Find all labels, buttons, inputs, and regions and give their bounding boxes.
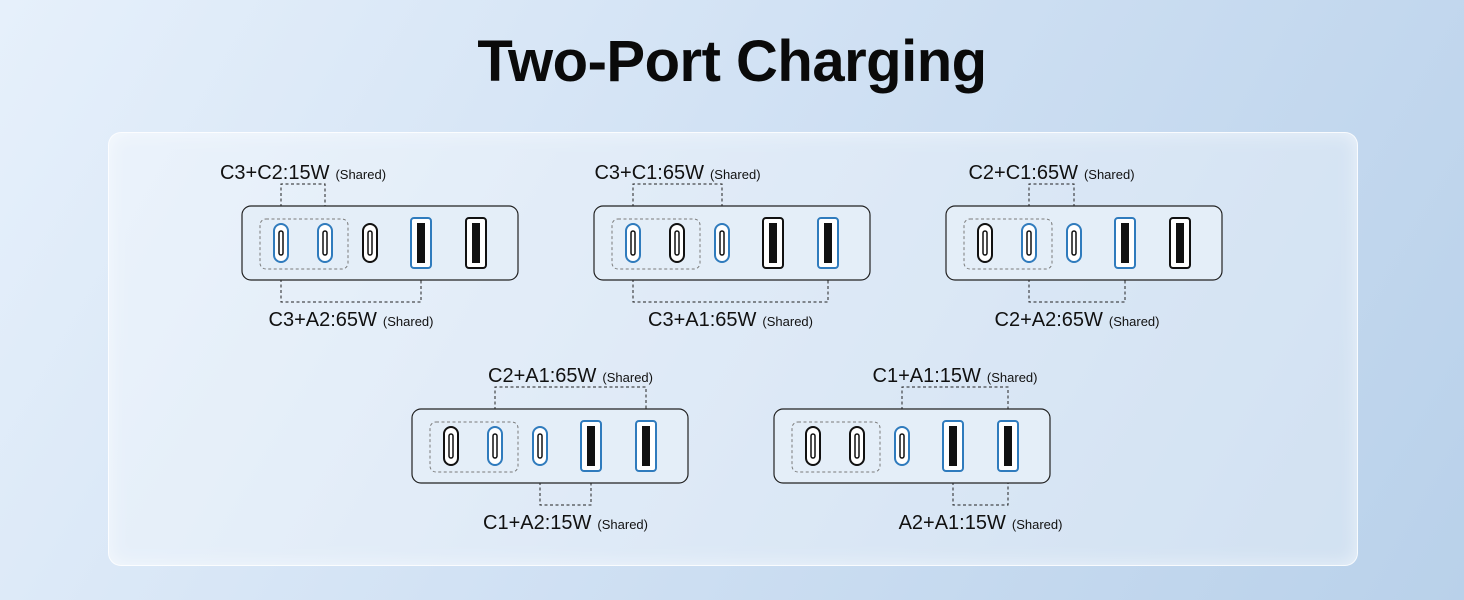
bottom-combo-power: C3+A1:65W bbox=[648, 309, 757, 331]
bottom-shared-note: (Shared) bbox=[383, 314, 434, 329]
charger-body bbox=[241, 205, 519, 281]
port-c2-icon bbox=[1021, 223, 1037, 263]
bottom-combo-power: A2+A1:15W bbox=[899, 512, 1006, 534]
port-a2-icon bbox=[410, 217, 432, 269]
top-shared-note: (Shared) bbox=[1084, 167, 1135, 182]
port-c2-icon bbox=[669, 223, 685, 263]
c3-c2-group-outline bbox=[429, 421, 519, 473]
bottom-combo-label: C3+A2:65W (Shared) bbox=[269, 309, 434, 331]
bottom-combo-power: C3+A2:65W bbox=[269, 309, 378, 331]
port-c3-icon bbox=[625, 223, 641, 263]
bottom-connector-line bbox=[539, 471, 592, 506]
bottom-combo-power: C1+A2:15W bbox=[483, 512, 592, 534]
top-shared-note: (Shared) bbox=[987, 370, 1038, 385]
port-a1-icon bbox=[817, 217, 839, 269]
charger-unit: C1+A1:15W (Shared) A2+A1:15W (Shared) bbox=[773, 365, 1063, 534]
bottom-shared-note: (Shared) bbox=[1012, 517, 1063, 532]
bottom-combo-label: C1+A2:15W (Shared) bbox=[483, 512, 648, 534]
port-a2-icon bbox=[580, 420, 602, 472]
top-combo-power: C1+A1:15W bbox=[873, 365, 982, 387]
port-c1-icon bbox=[362, 223, 378, 263]
charger-unit: C2+C1:65W (Shared) C2+A2:65W (Shared) bbox=[945, 162, 1223, 331]
bottom-combo-label: A2+A1:15W (Shared) bbox=[899, 512, 1063, 534]
top-connector-line bbox=[494, 386, 647, 421]
port-a1-icon bbox=[1169, 217, 1191, 269]
charger-unit: C2+A1:65W (Shared) C1+A2:15W (Shared) bbox=[411, 365, 689, 534]
port-c3-icon bbox=[273, 223, 289, 263]
top-connector-line bbox=[901, 386, 1009, 421]
charger-body bbox=[411, 408, 689, 484]
port-c3-icon bbox=[443, 426, 459, 466]
port-c1-icon bbox=[1066, 223, 1082, 263]
bottom-connector-line bbox=[952, 471, 1009, 506]
bottom-connector-line bbox=[1028, 268, 1126, 303]
top-connector-line bbox=[1028, 183, 1075, 218]
bottom-combo-label: C2+A2:65W (Shared) bbox=[995, 309, 1160, 331]
c3-c2-group-outline bbox=[963, 218, 1053, 270]
top-combo-label: C1+A1:15W (Shared) bbox=[873, 365, 1038, 387]
charger-unit: C3+C2:15W (Shared) C3+A2:65W (Shared) bbox=[220, 162, 519, 331]
bottom-combo-label: C3+A1:65W (Shared) bbox=[648, 309, 813, 331]
c3-c2-group-outline bbox=[611, 218, 701, 270]
port-c2-icon bbox=[317, 223, 333, 263]
bottom-connector-line bbox=[280, 268, 422, 303]
bottom-shared-note: (Shared) bbox=[1109, 314, 1160, 329]
top-shared-note: (Shared) bbox=[335, 167, 386, 182]
c3-c2-group-outline bbox=[791, 421, 881, 473]
port-a1-icon bbox=[997, 420, 1019, 472]
charger-body bbox=[945, 205, 1223, 281]
port-c1-icon bbox=[714, 223, 730, 263]
port-c2-icon bbox=[849, 426, 865, 466]
port-a2-icon bbox=[1114, 217, 1136, 269]
top-combo-label: C2+A1:65W (Shared) bbox=[488, 365, 653, 387]
charger-body bbox=[773, 408, 1051, 484]
bottom-shared-note: (Shared) bbox=[762, 314, 813, 329]
top-shared-note: (Shared) bbox=[602, 370, 653, 385]
port-c1-icon bbox=[894, 426, 910, 466]
top-combo-power: C3+C1:65W bbox=[594, 162, 704, 184]
port-c3-icon bbox=[805, 426, 821, 466]
c3-c2-group-outline bbox=[259, 218, 349, 270]
top-combo-power: C2+C1:65W bbox=[968, 162, 1078, 184]
bottom-connector-line bbox=[632, 268, 829, 303]
port-a1-icon bbox=[635, 420, 657, 472]
top-combo-label: C3+C2:15W (Shared) bbox=[220, 162, 386, 184]
charger-unit: C3+C1:65W (Shared) C3+A1:65W (Shared) bbox=[593, 162, 871, 331]
top-combo-power: C2+A1:65W bbox=[488, 365, 597, 387]
port-a2-icon bbox=[942, 420, 964, 472]
port-c3-icon bbox=[977, 223, 993, 263]
port-c1-icon bbox=[532, 426, 548, 466]
charger-body bbox=[593, 205, 871, 281]
top-connector-line bbox=[632, 183, 723, 218]
port-c2-icon bbox=[487, 426, 503, 466]
top-shared-note: (Shared) bbox=[710, 167, 761, 182]
top-combo-label: C3+C1:65W (Shared) bbox=[594, 162, 760, 184]
diagram-panel bbox=[108, 132, 1358, 566]
top-combo-label: C2+C1:65W (Shared) bbox=[968, 162, 1134, 184]
bottom-combo-power: C2+A2:65W bbox=[995, 309, 1104, 331]
bottom-shared-note: (Shared) bbox=[597, 517, 648, 532]
page-title: Two-Port Charging bbox=[477, 29, 987, 94]
port-a1-icon bbox=[465, 217, 487, 269]
top-combo-power: C3+C2:15W bbox=[220, 162, 330, 184]
port-a2-icon bbox=[762, 217, 784, 269]
top-connector-line bbox=[280, 183, 326, 218]
